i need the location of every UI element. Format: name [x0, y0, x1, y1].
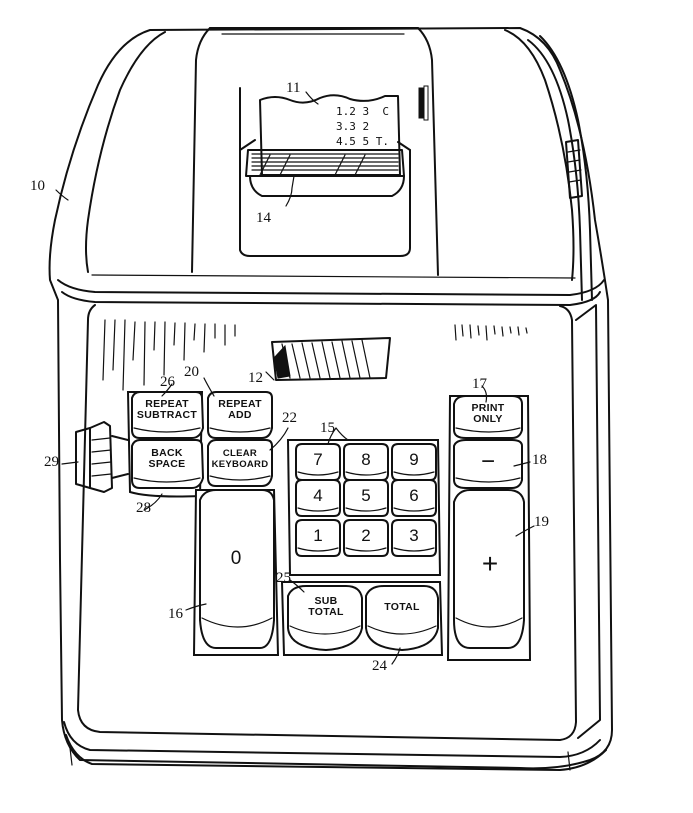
leader-lines [55, 91, 535, 665]
ref-15: 15 [320, 420, 335, 436]
digit-key-4[interactable]: 4 [313, 486, 323, 505]
digit-key-5[interactable]: 5 [361, 486, 371, 505]
digit-key-shadow-4 [297, 507, 339, 512]
digit-key-1[interactable]: 1 [313, 526, 323, 545]
print-only-label-2: ONLY [473, 413, 503, 425]
zero-key-group [192, 489, 280, 656]
machine-housing [48, 27, 613, 771]
right-key-group [446, 395, 532, 661]
digit-key-7[interactable]: 7 [313, 450, 323, 469]
panel-shading [102, 319, 528, 391]
ref-17: 17 [472, 376, 487, 392]
digit-key-shadow-2 [345, 547, 387, 552]
numeric-keypad [286, 439, 442, 576]
repeat-add-key[interactable]: REPEAT ADD [208, 399, 272, 421]
total-label: TOTAL [384, 601, 420, 613]
digit-key-shadow-3 [393, 547, 435, 552]
digit-key-cap-7[interactable] [295, 443, 341, 481]
digit-key-shadow-9 [393, 471, 435, 476]
repeat-subtract-label-1: REPEAT [145, 398, 189, 410]
digit-key-6[interactable]: 6 [409, 486, 419, 505]
digit-key-2[interactable]: 2 [361, 526, 371, 545]
digit-key-shadow-8 [345, 471, 387, 476]
ref-26: 26 [160, 374, 175, 390]
minus-key[interactable]: − [480, 448, 495, 475]
ref-10: 10 [30, 178, 45, 194]
sub-total-label-1: SUB [314, 595, 338, 607]
digit-key-cap-6[interactable] [391, 479, 437, 517]
ref-19: 19 [534, 514, 549, 530]
ref-24: 24 [372, 658, 387, 674]
ref-14: 14 [256, 210, 271, 226]
tape-lever [418, 85, 429, 121]
repeat-add-label-2: ADD [228, 409, 252, 421]
printer-hump [191, 27, 439, 276]
digit-key-shadow-6 [393, 507, 435, 512]
back-space-label-1: BACK [151, 447, 183, 459]
digit-key-shadow-7 [297, 471, 339, 476]
repeat-add-label-1: REPEAT [218, 398, 262, 410]
digit-key-cap-3[interactable] [391, 519, 437, 557]
ref-28: 28 [136, 500, 151, 516]
digit-key-cap-1[interactable] [295, 519, 341, 557]
print-only-label-1: PRINT [471, 402, 505, 414]
clear-keyboard-key[interactable]: CLEAR KEYBOARD [206, 448, 274, 470]
digit-key-cap-2[interactable] [343, 519, 389, 557]
ref-18: 18 [532, 452, 547, 468]
side-knob [75, 421, 129, 493]
total-key-group [280, 581, 444, 656]
ref-11: 11 [286, 80, 301, 96]
digit-key-9[interactable]: 9 [409, 450, 419, 469]
digit-key-shadow-5 [345, 507, 387, 512]
tape-line-2: 3.3 2 [336, 120, 370, 133]
digit-key-3[interactable]: 3 [409, 526, 419, 545]
digit-key-8[interactable]: 8 [361, 450, 371, 469]
sub-total-label-2: TOTAL [308, 606, 344, 618]
zero-key[interactable]: 0 [230, 548, 242, 569]
left-key-group [126, 391, 205, 498]
digit-keys [295, 443, 437, 557]
digit-key-cap-8[interactable] [343, 443, 389, 481]
total-key[interactable]: TOTAL [366, 602, 438, 613]
tape-guard [245, 149, 405, 197]
ref-20: 20 [184, 364, 199, 380]
digit-key-cap-9[interactable] [391, 443, 437, 481]
ref-29: 29 [44, 454, 59, 470]
ref-16: 16 [168, 606, 183, 622]
clear-keyboard-label-2: KEYBOARD [211, 459, 269, 470]
digit-key-cap-4[interactable] [295, 479, 341, 517]
ref-25: 25 [276, 570, 291, 586]
paper-tape [259, 94, 401, 176]
clear-keyboard-label-1: CLEAR [222, 448, 258, 459]
print-only-key[interactable]: PRINT ONLY [454, 403, 522, 425]
plus-key[interactable]: + [481, 548, 499, 579]
repeat-subtract-key[interactable]: REPEAT SUBTRACT [132, 399, 202, 421]
digit-key-shadow-1 [297, 547, 339, 552]
dial-window [271, 337, 391, 381]
sub-total-key[interactable]: SUB TOTAL [290, 596, 362, 618]
back-space-key[interactable]: BACK SPACE [132, 448, 202, 470]
tape-line-3: 4.5 5 T. [336, 135, 389, 148]
digit-key-cap-5[interactable] [343, 479, 389, 517]
tape-line-1: 1.2 3 C [336, 105, 389, 118]
repeat-subtract-label-2: SUBTRACT [136, 409, 198, 421]
back-space-label-2: SPACE [148, 458, 186, 470]
ref-22: 22 [282, 410, 297, 426]
ref-12: 12 [248, 370, 263, 386]
function-key-group [207, 391, 273, 487]
